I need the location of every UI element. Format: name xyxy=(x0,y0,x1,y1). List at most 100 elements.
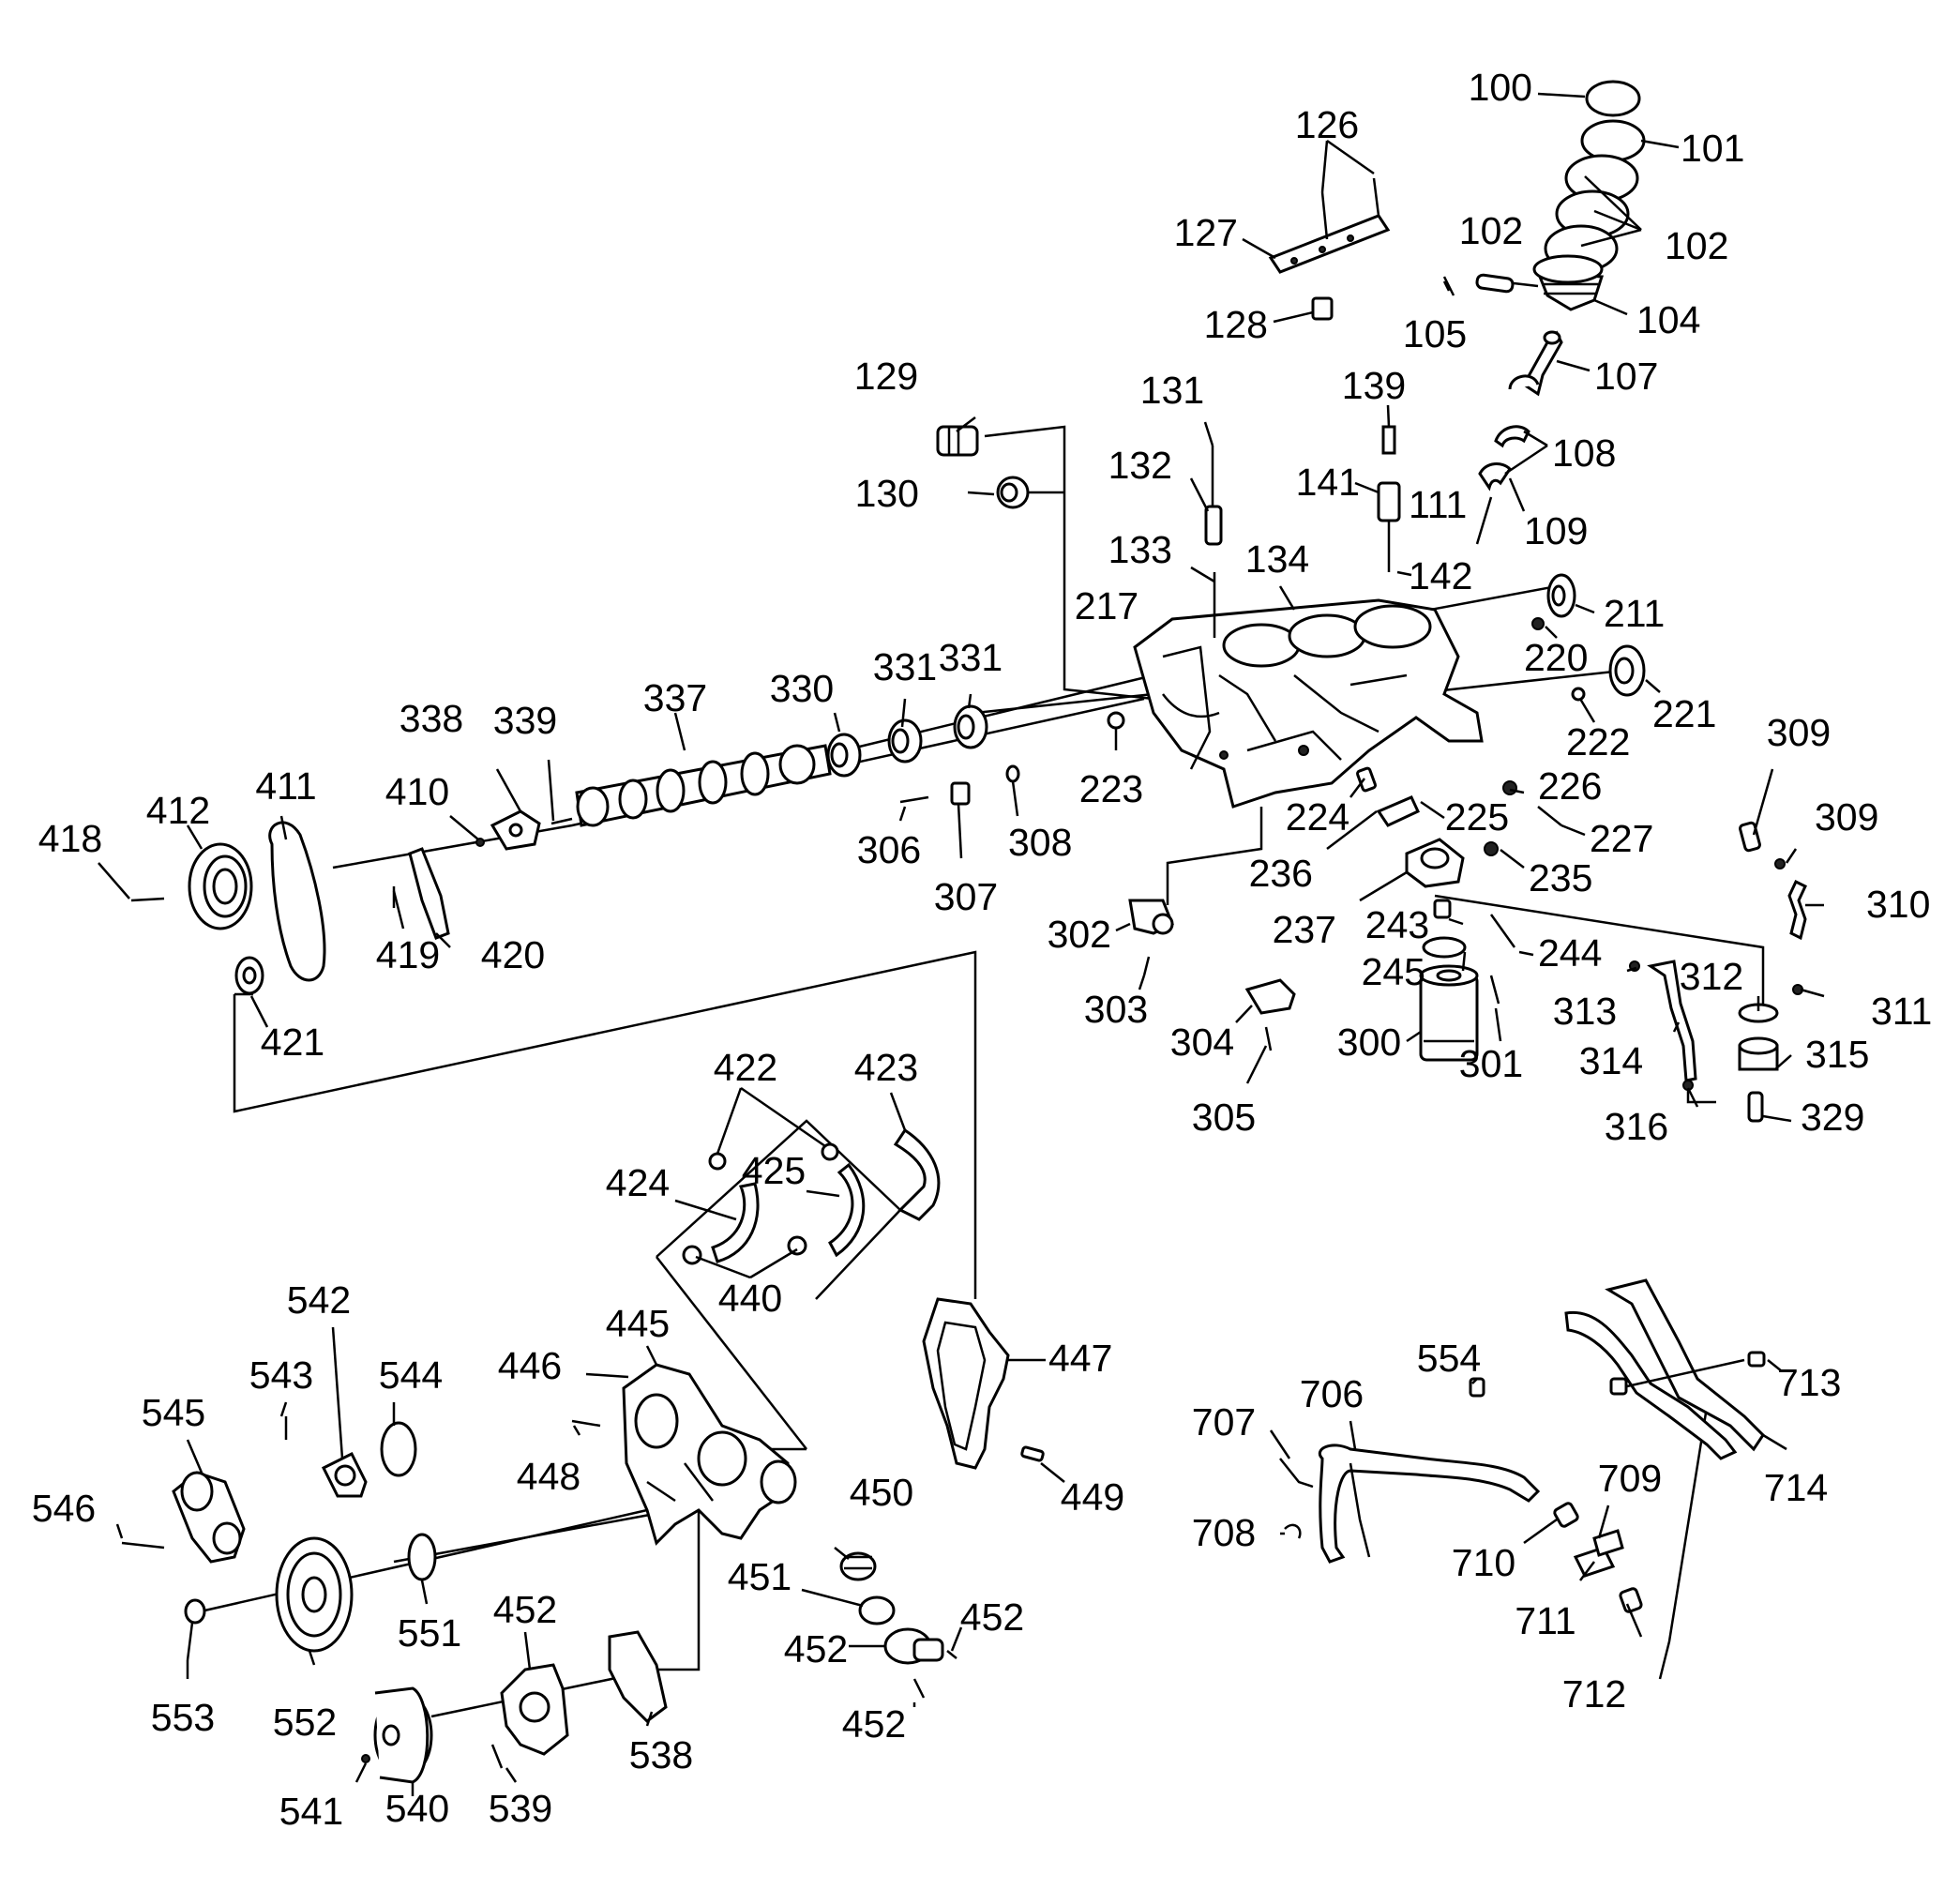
callout-labels: 100 101 102 102 104 105 107 108 109 111 … xyxy=(32,66,1933,1833)
cam-sprocket-244 xyxy=(188,842,253,930)
bolt-245 xyxy=(130,897,165,902)
fitting-309b xyxy=(1619,1587,1643,1613)
fitting-237 xyxy=(1311,296,1334,321)
callout-305: 706 xyxy=(1300,1372,1364,1415)
callout-139: 105 xyxy=(1403,312,1467,355)
callout-445: 245 xyxy=(1362,950,1425,993)
fitting-418 xyxy=(1356,766,1377,793)
callout-425: 243 xyxy=(1365,903,1429,946)
callout-129: 107 xyxy=(1594,355,1658,398)
group-lines xyxy=(191,425,1765,1718)
callout-451: 314 xyxy=(1579,1039,1643,1082)
callout-420: 301 xyxy=(1459,1042,1523,1085)
plug-109 xyxy=(936,425,979,457)
callout-545: 545 xyxy=(142,1391,205,1434)
engine-block xyxy=(1133,598,1484,809)
clamp-331a xyxy=(708,1152,727,1171)
coolant-pipe-305 xyxy=(1319,1444,1541,1564)
timing-cover-gasket-539 xyxy=(922,1297,1010,1470)
idler-553 xyxy=(321,1451,368,1498)
callout-132: 102 xyxy=(1665,224,1728,267)
clip-306-307 xyxy=(1279,1458,1314,1539)
piston-pin xyxy=(1475,273,1515,294)
plug-102 xyxy=(1531,617,1545,630)
callout-448: 312 xyxy=(1680,955,1743,998)
water-pump-pulley-303 xyxy=(373,1686,433,1784)
callout-546: 449 xyxy=(1061,1475,1124,1519)
coolant-pipe-338 xyxy=(1564,1278,1765,1460)
callout-126: 111 xyxy=(1409,483,1467,526)
fitting-425 xyxy=(1433,899,1452,919)
callout-223: 331 xyxy=(873,645,937,688)
callout-142: 305 xyxy=(1192,1096,1256,1139)
bolt-540 xyxy=(571,1419,601,1428)
callout-308: 554 xyxy=(1417,1337,1481,1380)
callout-235: 126 xyxy=(1295,103,1359,146)
callout-419: 237 xyxy=(1273,908,1336,951)
callout-423: 302 xyxy=(1048,913,1111,956)
callout-227: 421 xyxy=(261,1021,324,1064)
callout-312: 450 xyxy=(850,1471,913,1514)
hose-329 xyxy=(682,1182,760,1265)
cam-bearing-223 xyxy=(887,718,923,764)
bolt-544 xyxy=(184,1598,206,1661)
rod-bolt xyxy=(1475,496,1493,545)
callout-310: 711 xyxy=(1515,1599,1576,1642)
leader-lines xyxy=(98,92,1825,1796)
clamp-331b xyxy=(821,1142,839,1161)
seal-445 xyxy=(1422,936,1467,959)
callout-236: 127 xyxy=(1174,211,1238,254)
fitting-308 xyxy=(1469,1377,1485,1398)
callout-220: 410 xyxy=(385,770,449,813)
bolt-235b xyxy=(1372,177,1380,217)
callout-141: 304 xyxy=(1170,1021,1234,1064)
callout-224: 331 xyxy=(939,636,1003,679)
timing-chain-217 xyxy=(268,821,326,982)
callout-712: 306 xyxy=(857,828,921,871)
front-cover-538 xyxy=(622,1363,797,1546)
callout-243: 330 xyxy=(770,667,834,710)
crank-pulley-543 xyxy=(275,1536,354,1653)
callout-714: 308 xyxy=(1008,821,1072,864)
sensor-141 xyxy=(1244,978,1296,1015)
callout-244: 412 xyxy=(146,789,210,832)
callout-108: 130 xyxy=(855,472,919,515)
callout-314: 452 xyxy=(784,1627,848,1671)
callout-226: 419 xyxy=(376,933,440,976)
piston xyxy=(1532,254,1605,311)
callout-130: 102 xyxy=(1459,209,1523,252)
callout-553: 542 xyxy=(287,1278,351,1322)
callout-111: 221 xyxy=(1652,692,1716,735)
callout-128: 108 xyxy=(1552,431,1616,475)
bolt-546 xyxy=(1020,1445,1045,1462)
cam-bearing-224 xyxy=(953,704,988,749)
hose-330 xyxy=(787,1162,866,1258)
seal-554 xyxy=(380,1421,417,1477)
callout-331a: 422 xyxy=(714,1046,777,1089)
callout-541: 446 xyxy=(498,1344,562,1387)
callout-449: 310 xyxy=(1866,883,1930,926)
bolt-211 xyxy=(550,817,573,825)
callout-412: 141 xyxy=(1296,461,1360,504)
callout-540: 448 xyxy=(517,1455,580,1498)
oil-pump-pickup-423 xyxy=(1128,899,1174,935)
bolt-424 xyxy=(1142,956,1151,976)
callout-544: 553 xyxy=(151,1696,215,1739)
callout-422: 236 xyxy=(1249,852,1313,895)
oil-filter-adapter-419 xyxy=(1405,838,1465,888)
callout-302: 539 xyxy=(489,1787,552,1830)
cup-plug-108 xyxy=(996,476,1030,509)
callout-101: 211 xyxy=(1604,592,1665,635)
callout-329: 424 xyxy=(606,1161,670,1204)
seal-542 xyxy=(407,1533,437,1581)
camshaft xyxy=(575,744,832,827)
water-pump-gasket-301 xyxy=(608,1630,668,1723)
callout-542: 551 xyxy=(398,1611,461,1655)
sensor-712-713-714 xyxy=(899,764,1020,806)
callout-452c: 313 xyxy=(1553,990,1617,1033)
thermostat-312 xyxy=(839,1551,877,1581)
callout-316: 452 xyxy=(842,1702,906,1746)
hose-337 xyxy=(893,1127,941,1221)
seal-313 xyxy=(858,1595,896,1625)
